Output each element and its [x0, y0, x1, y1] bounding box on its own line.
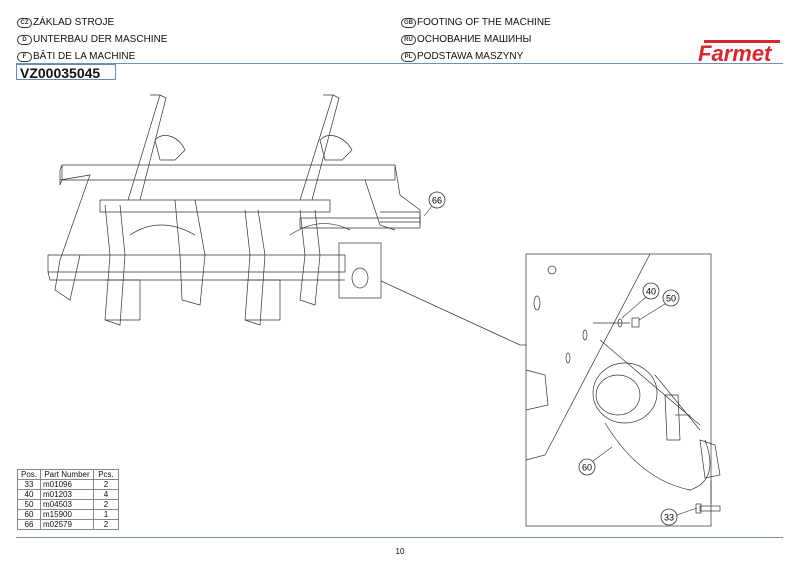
cell-pos: 60	[17, 509, 41, 520]
callout-label-66: 66	[432, 196, 442, 206]
header-rule	[16, 63, 783, 64]
title-text-de: UNTERBAU DER MASCHINE	[33, 34, 168, 45]
table-row: 40 m01203 4	[17, 489, 119, 500]
footer-rule	[16, 537, 783, 538]
cell-part-number: m04503	[40, 499, 94, 510]
title-text-cz: ZÁKLAD STROJE	[33, 17, 115, 28]
cell-part-number: m01096	[40, 479, 94, 490]
title-gb: GB FOOTING OF THE MACHINE	[401, 17, 551, 28]
callout-50: 50	[638, 289, 680, 321]
title-pl: PL PODSTAWA MASZYNY	[401, 51, 523, 62]
cell-pcs: 1	[93, 509, 119, 520]
page-number: 10	[395, 547, 405, 556]
title-de: D UNTERBAU DER MASCHINE	[17, 34, 167, 45]
col-header-pos: Pos.	[17, 469, 41, 480]
cell-part-number: m01203	[40, 489, 94, 500]
lang-badge-fr: F	[17, 51, 32, 62]
cell-pos: 50	[17, 499, 41, 510]
title-cz: CZ ZÁKLAD STROJE	[17, 17, 114, 28]
title-text-ru: ОСНОВАНИЕ МАШИНЫ	[417, 34, 532, 45]
table-row: 50 m04503 2	[17, 499, 119, 510]
table-row: 33 m01096 2	[17, 479, 119, 490]
cell-part-number: m15900	[40, 509, 94, 520]
logo-text: Farmet	[698, 41, 773, 66]
logo-bar	[704, 40, 780, 43]
callout-label-60: 60	[582, 463, 592, 473]
title-text-pl: PODSTAWA MASZYNY	[417, 51, 524, 62]
detail-view	[520, 253, 721, 527]
machine-frame	[47, 94, 421, 326]
farmet-logo: Farmet	[698, 40, 780, 66]
table-header-row: Pos. Part Number Pcs.	[17, 469, 119, 480]
lang-badge-gb: GB	[401, 17, 416, 28]
title-text-gb: FOOTING OF THE MACHINE	[417, 17, 551, 28]
cell-pcs: 2	[93, 499, 119, 510]
cell-pcs: 2	[93, 519, 119, 530]
drawing-code: VZ00035045	[16, 64, 116, 81]
callout-40: 40	[621, 282, 660, 319]
cell-pos: 66	[17, 519, 41, 530]
parts-table: Pos. Part Number Pcs. 33 m01096 2 40 m01…	[17, 469, 119, 530]
callout-label-50: 50	[666, 294, 676, 304]
col-header-part-number: Part Number	[40, 469, 94, 480]
cell-pos: 40	[17, 489, 41, 500]
title-ru: RU ОСНОВАНИЕ МАШИНЫ	[401, 34, 531, 45]
cell-pcs: 4	[93, 489, 119, 500]
title-text-fr: BÂTI DE LA MACHINE	[33, 51, 136, 62]
col-header-pcs: Pcs.	[93, 469, 119, 480]
lang-badge-cz: CZ	[17, 17, 32, 28]
cell-part-number: m02579	[40, 519, 94, 530]
detail-reference-box	[338, 242, 521, 346]
cell-pcs: 2	[93, 479, 119, 490]
lang-badge-de: D	[17, 34, 32, 45]
callout-label-40: 40	[646, 287, 656, 297]
callout-60: 60	[578, 446, 613, 476]
callout-label-33: 33	[664, 513, 674, 523]
lang-badge-ru: RU	[401, 34, 416, 45]
callout-66: 66	[423, 191, 446, 217]
lang-badge-pl: PL	[401, 51, 416, 62]
callout-33: 33	[660, 507, 698, 526]
cell-pos: 33	[17, 479, 41, 490]
title-fr: F BÂTI DE LA MACHINE	[17, 51, 135, 62]
table-row: 66 m02579 2	[17, 519, 119, 530]
table-row: 60 m15900 1	[17, 509, 119, 520]
